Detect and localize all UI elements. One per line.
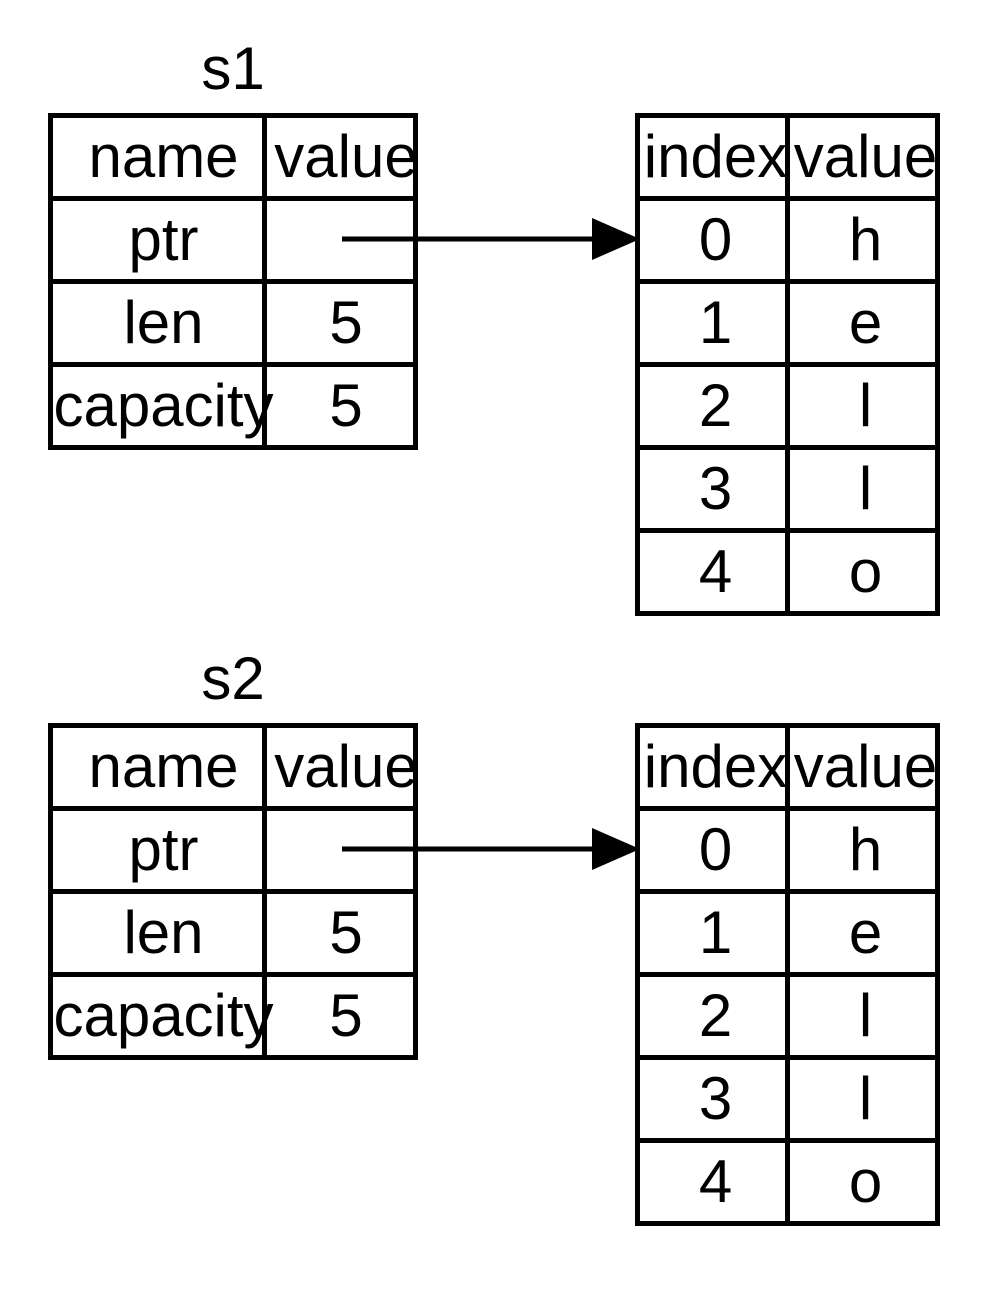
cell-text: l [858, 1065, 873, 1132]
heap-s2-row4-value: o [790, 1143, 935, 1221]
cell-text: 4 [698, 1148, 733, 1215]
cell-text: value [274, 733, 418, 800]
stack-s1-header-value: value [267, 118, 418, 196]
heap-table-s1: index value 0 h 1 e 2 l 3 l 4 o [635, 113, 940, 616]
cell-text: e [848, 899, 883, 966]
pointer-arrow-s2 [342, 828, 640, 870]
cell-text: 5 [329, 982, 363, 1049]
heap-s2-row2-index: 2 [640, 977, 785, 1055]
cell-text: 1 [698, 899, 733, 966]
pointer-arrow-s1 [342, 218, 640, 260]
heap-s1-row3-value: l [790, 450, 935, 528]
cell-text: l [858, 455, 873, 522]
heap-s2-row1-value: e [790, 894, 935, 972]
stack-s1-capacity-value: 5 [267, 367, 413, 445]
heap-s1-row4-index: 4 [640, 533, 785, 611]
stack-s1-len-name: len [53, 284, 262, 362]
heap-s1-row3-index: 3 [640, 450, 785, 528]
cell-text: 2 [698, 372, 733, 439]
cell-text: index [643, 123, 788, 190]
cell-text: ptr [128, 206, 199, 273]
stack-s1-capacity-name: capacity [53, 367, 274, 445]
cell-text: 5 [329, 372, 363, 439]
stack-s2-len-name: len [53, 894, 262, 972]
cell-text: capacity [53, 372, 274, 439]
heap-s1-row1-index: 1 [640, 284, 785, 362]
stack-s2-header-value: value [267, 728, 418, 806]
cell-text: l [858, 982, 873, 1049]
stack-s2-header-name: name [53, 728, 262, 806]
heap-s1-row2-value: l [790, 367, 935, 445]
cell-text: l [858, 372, 873, 439]
heap-s1-header-value: value [790, 118, 938, 196]
cell-text: 3 [698, 455, 733, 522]
cell-text: 1 [698, 289, 733, 356]
stack-s2-capacity-value: 5 [267, 977, 413, 1055]
stack-s1-ptr-name: ptr [53, 201, 262, 279]
heap-s1-row2-index: 2 [640, 367, 785, 445]
cell-text: o [848, 538, 883, 605]
cell-text: name [88, 733, 239, 800]
heap-s2-row4-index: 4 [640, 1143, 785, 1221]
cell-text: 3 [698, 1065, 733, 1132]
heap-s1-row0-value: h [790, 201, 935, 279]
stack-s1-len-value: 5 [267, 284, 413, 362]
stack-table-s2: name value ptr len 5 capacity 5 [48, 723, 418, 1060]
cell-text: capacity [53, 982, 274, 1049]
heap-s2-row0-value: h [790, 811, 935, 889]
heap-s2-row1-index: 1 [640, 894, 785, 972]
cell-text: o [848, 1148, 883, 1215]
heap-s1-row4-value: o [790, 533, 935, 611]
stack-s2-ptr-name: ptr [53, 811, 262, 889]
cell-text: h [848, 206, 883, 273]
heap-s2-row0-index: 0 [640, 811, 785, 889]
cell-text: value [274, 123, 418, 190]
heap-s2-header-value: value [790, 728, 938, 806]
cell-text: index [643, 733, 788, 800]
heap-s2-row2-value: l [790, 977, 935, 1055]
cell-text: len [123, 289, 204, 356]
stack-s1-header-name: name [53, 118, 262, 196]
cell-text: len [123, 899, 204, 966]
cell-text: 2 [698, 982, 733, 1049]
cell-text: value [793, 123, 938, 190]
cell-text: 0 [698, 206, 733, 273]
heap-table-s2: index value 0 h 1 e 2 l 3 l 4 o [635, 723, 940, 1226]
cell-text: 4 [698, 538, 733, 605]
stack-s2-capacity-name: capacity [53, 977, 274, 1055]
heap-s2-row3-value: l [790, 1060, 935, 1138]
cell-text: h [848, 816, 883, 883]
heap-s1-header-index: index [640, 118, 788, 196]
heap-s2-row3-index: 3 [640, 1060, 785, 1138]
heap-s2-header-index: index [640, 728, 788, 806]
variable-title-s2: s2 [201, 645, 265, 712]
stack-table-s1: name value ptr len 5 capacity 5 [48, 113, 418, 450]
cell-text: 5 [329, 289, 363, 356]
stack-s2-len-value: 5 [267, 894, 413, 972]
cell-text: 5 [329, 899, 363, 966]
variable-title-s1: s1 [201, 35, 265, 102]
heap-s1-row1-value: e [790, 284, 935, 362]
cell-text: value [793, 733, 938, 800]
cell-text: e [848, 289, 883, 356]
cell-text: ptr [128, 816, 199, 883]
cell-text: name [88, 123, 239, 190]
cell-text: 0 [698, 816, 733, 883]
heap-s1-row0-index: 0 [640, 201, 785, 279]
